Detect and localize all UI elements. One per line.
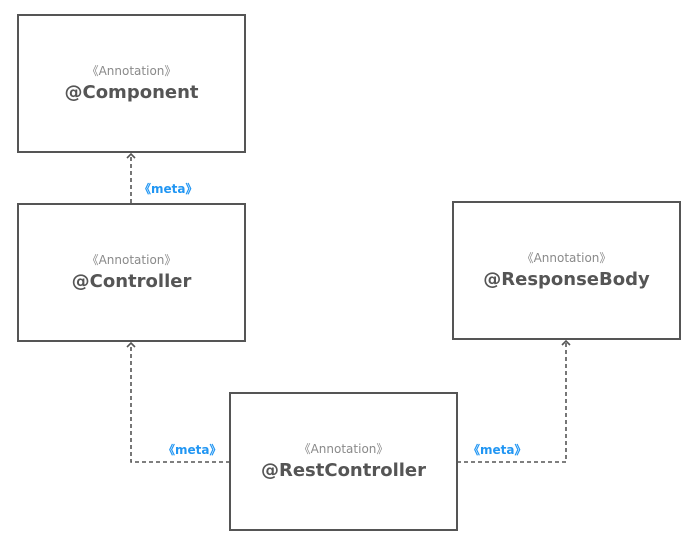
meta-label-controller-to-component: 《meta》: [139, 182, 198, 196]
meta-arrow-restcontroller-to-responsebody[interactable]: [457, 339, 571, 463]
restcontroller-stereotype: 《Annotation》: [298, 441, 389, 456]
responsebody-annotation-box[interactable]: 《Annotation》 @ResponseBody: [452, 201, 681, 340]
controller-name: @Controller: [71, 270, 192, 292]
restcontroller-annotation-box[interactable]: 《Annotation》 @RestController: [229, 392, 458, 531]
responsebody-stereotype: 《Annotation》: [521, 250, 612, 265]
meta-label-restcontroller-to-responsebody: 《meta》: [468, 443, 527, 457]
component-stereotype: 《Annotation》: [86, 63, 177, 78]
controller-stereotype: 《Annotation》: [86, 252, 177, 267]
restcontroller-name: @RestController: [260, 459, 427, 481]
component-annotation-box[interactable]: 《Annotation》 @Component: [17, 14, 246, 153]
meta-label-restcontroller-to-controller: 《meta》: [163, 443, 222, 457]
responsebody-name: @ResponseBody: [483, 268, 650, 290]
controller-annotation-box[interactable]: 《Annotation》 @Controller: [17, 203, 246, 342]
meta-arrow-restcontroller-to-controller[interactable]: [126, 341, 230, 463]
component-name: @Component: [64, 81, 199, 103]
